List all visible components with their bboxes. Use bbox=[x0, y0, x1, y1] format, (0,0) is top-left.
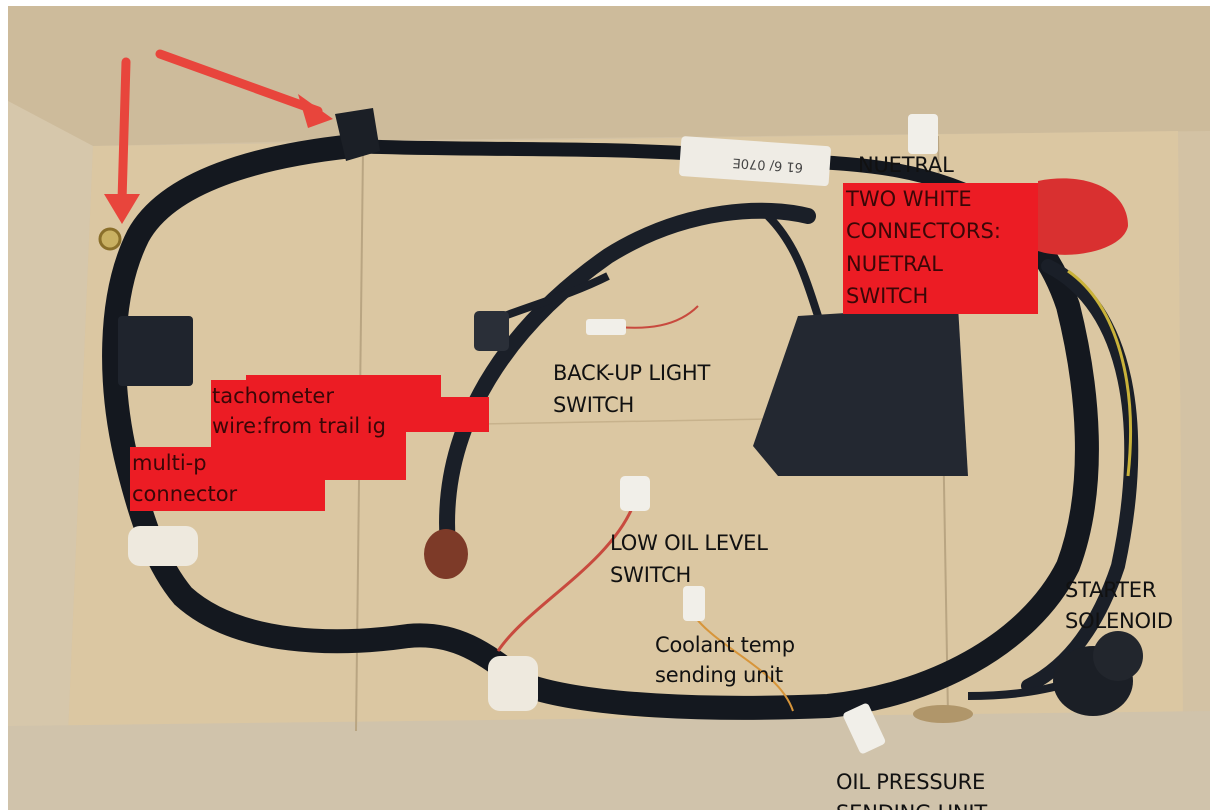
white-connector bbox=[683, 586, 705, 621]
ring-terminal bbox=[913, 705, 973, 723]
label-multi-p-line2: connector bbox=[132, 482, 238, 506]
label-backup-light-line2: SWITCH bbox=[553, 393, 635, 417]
low-oil-wire bbox=[496, 505, 635, 652]
highlight-box-multi-p bbox=[130, 478, 325, 511]
grommet-white bbox=[488, 656, 538, 711]
label-coolant-line1: Coolant temp bbox=[655, 633, 795, 657]
brown-grommet bbox=[424, 529, 468, 579]
arrow-diagonal-icon bbox=[155, 49, 333, 128]
label-tachometer-line1: tachometer bbox=[212, 384, 334, 408]
label-multi-p-line1: multi-p bbox=[132, 451, 207, 475]
white-connector bbox=[843, 703, 886, 754]
hidden-label-fragment: NUETRAL bbox=[858, 153, 954, 177]
label-backup-light-line1: BACK-UP LIGHT bbox=[553, 361, 711, 385]
label-coolant-line2: sending unit bbox=[655, 663, 783, 687]
label-neutral-line4: SWITCH bbox=[846, 284, 929, 308]
label-neutral-line2: CONNECTORS: bbox=[846, 219, 1001, 243]
highlight-box-neutral bbox=[843, 183, 1038, 314]
mounting-bracket bbox=[335, 108, 380, 161]
label-neutral-line1: TWO WHITE bbox=[846, 187, 972, 211]
highlight-box-multi-p bbox=[130, 447, 406, 480]
highlight-box-tachometer bbox=[211, 380, 441, 400]
label-starter-line1: STARTER bbox=[1065, 578, 1157, 602]
ring-terminal bbox=[98, 227, 122, 251]
white-connector bbox=[586, 319, 626, 335]
label-oil-pressure-line1: OIL PRESSURE bbox=[836, 770, 986, 794]
box-bottom-flap bbox=[8, 711, 1210, 810]
box-top-flap bbox=[8, 6, 1210, 146]
harness-small-wire bbox=[765, 213, 822, 318]
label-tachometer-line2: wire:from trail ig bbox=[212, 414, 386, 438]
harness-inner-branch bbox=[439, 202, 816, 554]
part-tag bbox=[679, 136, 831, 187]
black-connector bbox=[474, 311, 509, 351]
grommet-white bbox=[128, 526, 198, 566]
highlight-box-tachometer bbox=[211, 397, 489, 432]
multi-p-connector-part bbox=[118, 316, 193, 386]
arrow-down-icon bbox=[104, 57, 140, 224]
relay-box bbox=[753, 306, 968, 476]
label-low-oil-line2: SWITCH bbox=[610, 563, 692, 587]
part-tag-text: 61 6/ 070E bbox=[732, 155, 803, 175]
white-connector bbox=[620, 476, 650, 511]
label-low-oil-line1: LOW OIL LEVEL bbox=[610, 531, 768, 555]
wiring-harness-photo: 61 6/ 070E bbox=[8, 6, 1210, 810]
label-neutral-line3: NUETRAL bbox=[846, 252, 943, 276]
yellow-wire bbox=[1067, 269, 1132, 477]
label-starter-line2: SOLENOID bbox=[1065, 609, 1173, 633]
solenoid-boot bbox=[1093, 631, 1143, 681]
red-terminal-boot bbox=[1038, 178, 1128, 255]
box-left-wall bbox=[8, 101, 93, 736]
label-oil-pressure-line2: SENDING UNIT bbox=[836, 798, 987, 810]
white-connector bbox=[908, 114, 938, 154]
